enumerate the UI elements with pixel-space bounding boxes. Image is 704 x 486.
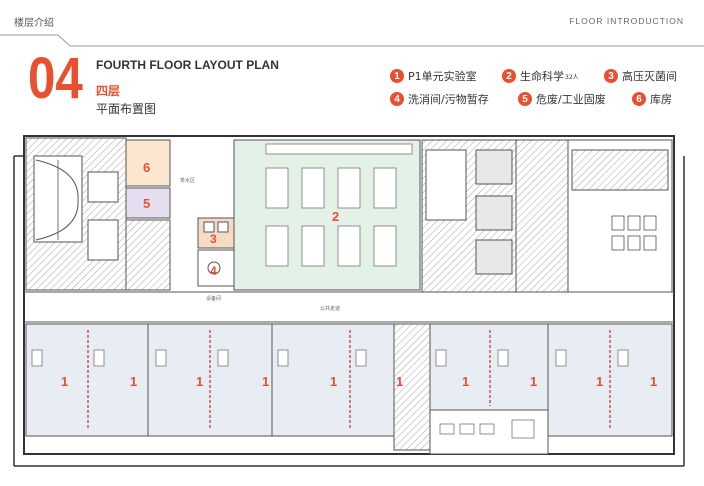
corridor-label: 公共走道 [320, 305, 340, 312]
legend-label: 库房 [650, 93, 672, 106]
legend-marker: 5 [518, 92, 532, 106]
legend-marker: 2 [502, 69, 516, 83]
header-rule [0, 34, 704, 47]
zone-label-5: 5 [143, 196, 150, 211]
legend-label: 洗消间/污物暂存 [408, 93, 489, 106]
zone-label-1: 1 [530, 374, 537, 389]
legend-item-5: 5 危废/工业固废 [518, 91, 606, 107]
legend-label: 生命科学 [520, 70, 564, 83]
legend-item-3: 3 高压灭菌间 [604, 68, 677, 84]
legend-item-1: 1 P1单元实验室 [390, 68, 477, 84]
room-label: 设备间 [206, 295, 221, 302]
zone-label-1: 1 [330, 374, 337, 389]
zone-label-1: 1 [130, 374, 137, 389]
zone-label-1: 1 [596, 374, 603, 389]
floor-title-cn: 四层 [96, 84, 121, 98]
legend-label: P1单元实验室 [408, 70, 477, 83]
legend-sup: 32人 [565, 73, 579, 81]
section-title-cn: 楼层介绍 [14, 18, 54, 29]
lab-benches [265, 167, 397, 267]
legend-marker: 3 [604, 69, 618, 83]
legend-marker: 4 [390, 92, 404, 106]
legend-label: 危废/工业固废 [536, 93, 606, 106]
zone-label-1: 1 [462, 374, 469, 389]
zone-label-1: 1 [61, 374, 68, 389]
legend-item-6: 6 库房 [632, 91, 672, 107]
floor-title-en: FOURTH FLOOR LAYOUT PLAN [96, 58, 279, 72]
floor-number: 04 [28, 46, 83, 111]
zone-6-storage [125, 139, 171, 187]
zone-label-1: 1 [396, 374, 403, 389]
zone-label-1: 1 [650, 374, 657, 389]
zone-label-1: 1 [196, 374, 203, 389]
zone-label-6: 6 [143, 160, 150, 175]
zone-4-wash [197, 249, 235, 287]
section-title-en: FLOOR INTRODUCTION [569, 16, 684, 26]
legend-marker: 6 [632, 92, 646, 106]
zone-label-3: 3 [210, 232, 217, 246]
unit-dividers [87, 330, 611, 430]
zone-2-life-science [233, 139, 421, 291]
zone-5-waste [125, 187, 171, 219]
zone-label-1: 1 [262, 374, 269, 389]
legend-marker: 1 [390, 69, 404, 83]
zone-label-4: 4 [210, 264, 217, 278]
zone-label-2: 2 [332, 209, 339, 224]
floor-subtitle-cn: 平面布置图 [96, 102, 157, 116]
room-label: 茶水区 [180, 177, 195, 184]
legend-item-4: 4 洗消间/污物暂存 [390, 91, 489, 107]
lab-units [25, 323, 673, 455]
legend-label: 高压灭菌间 [622, 70, 677, 83]
